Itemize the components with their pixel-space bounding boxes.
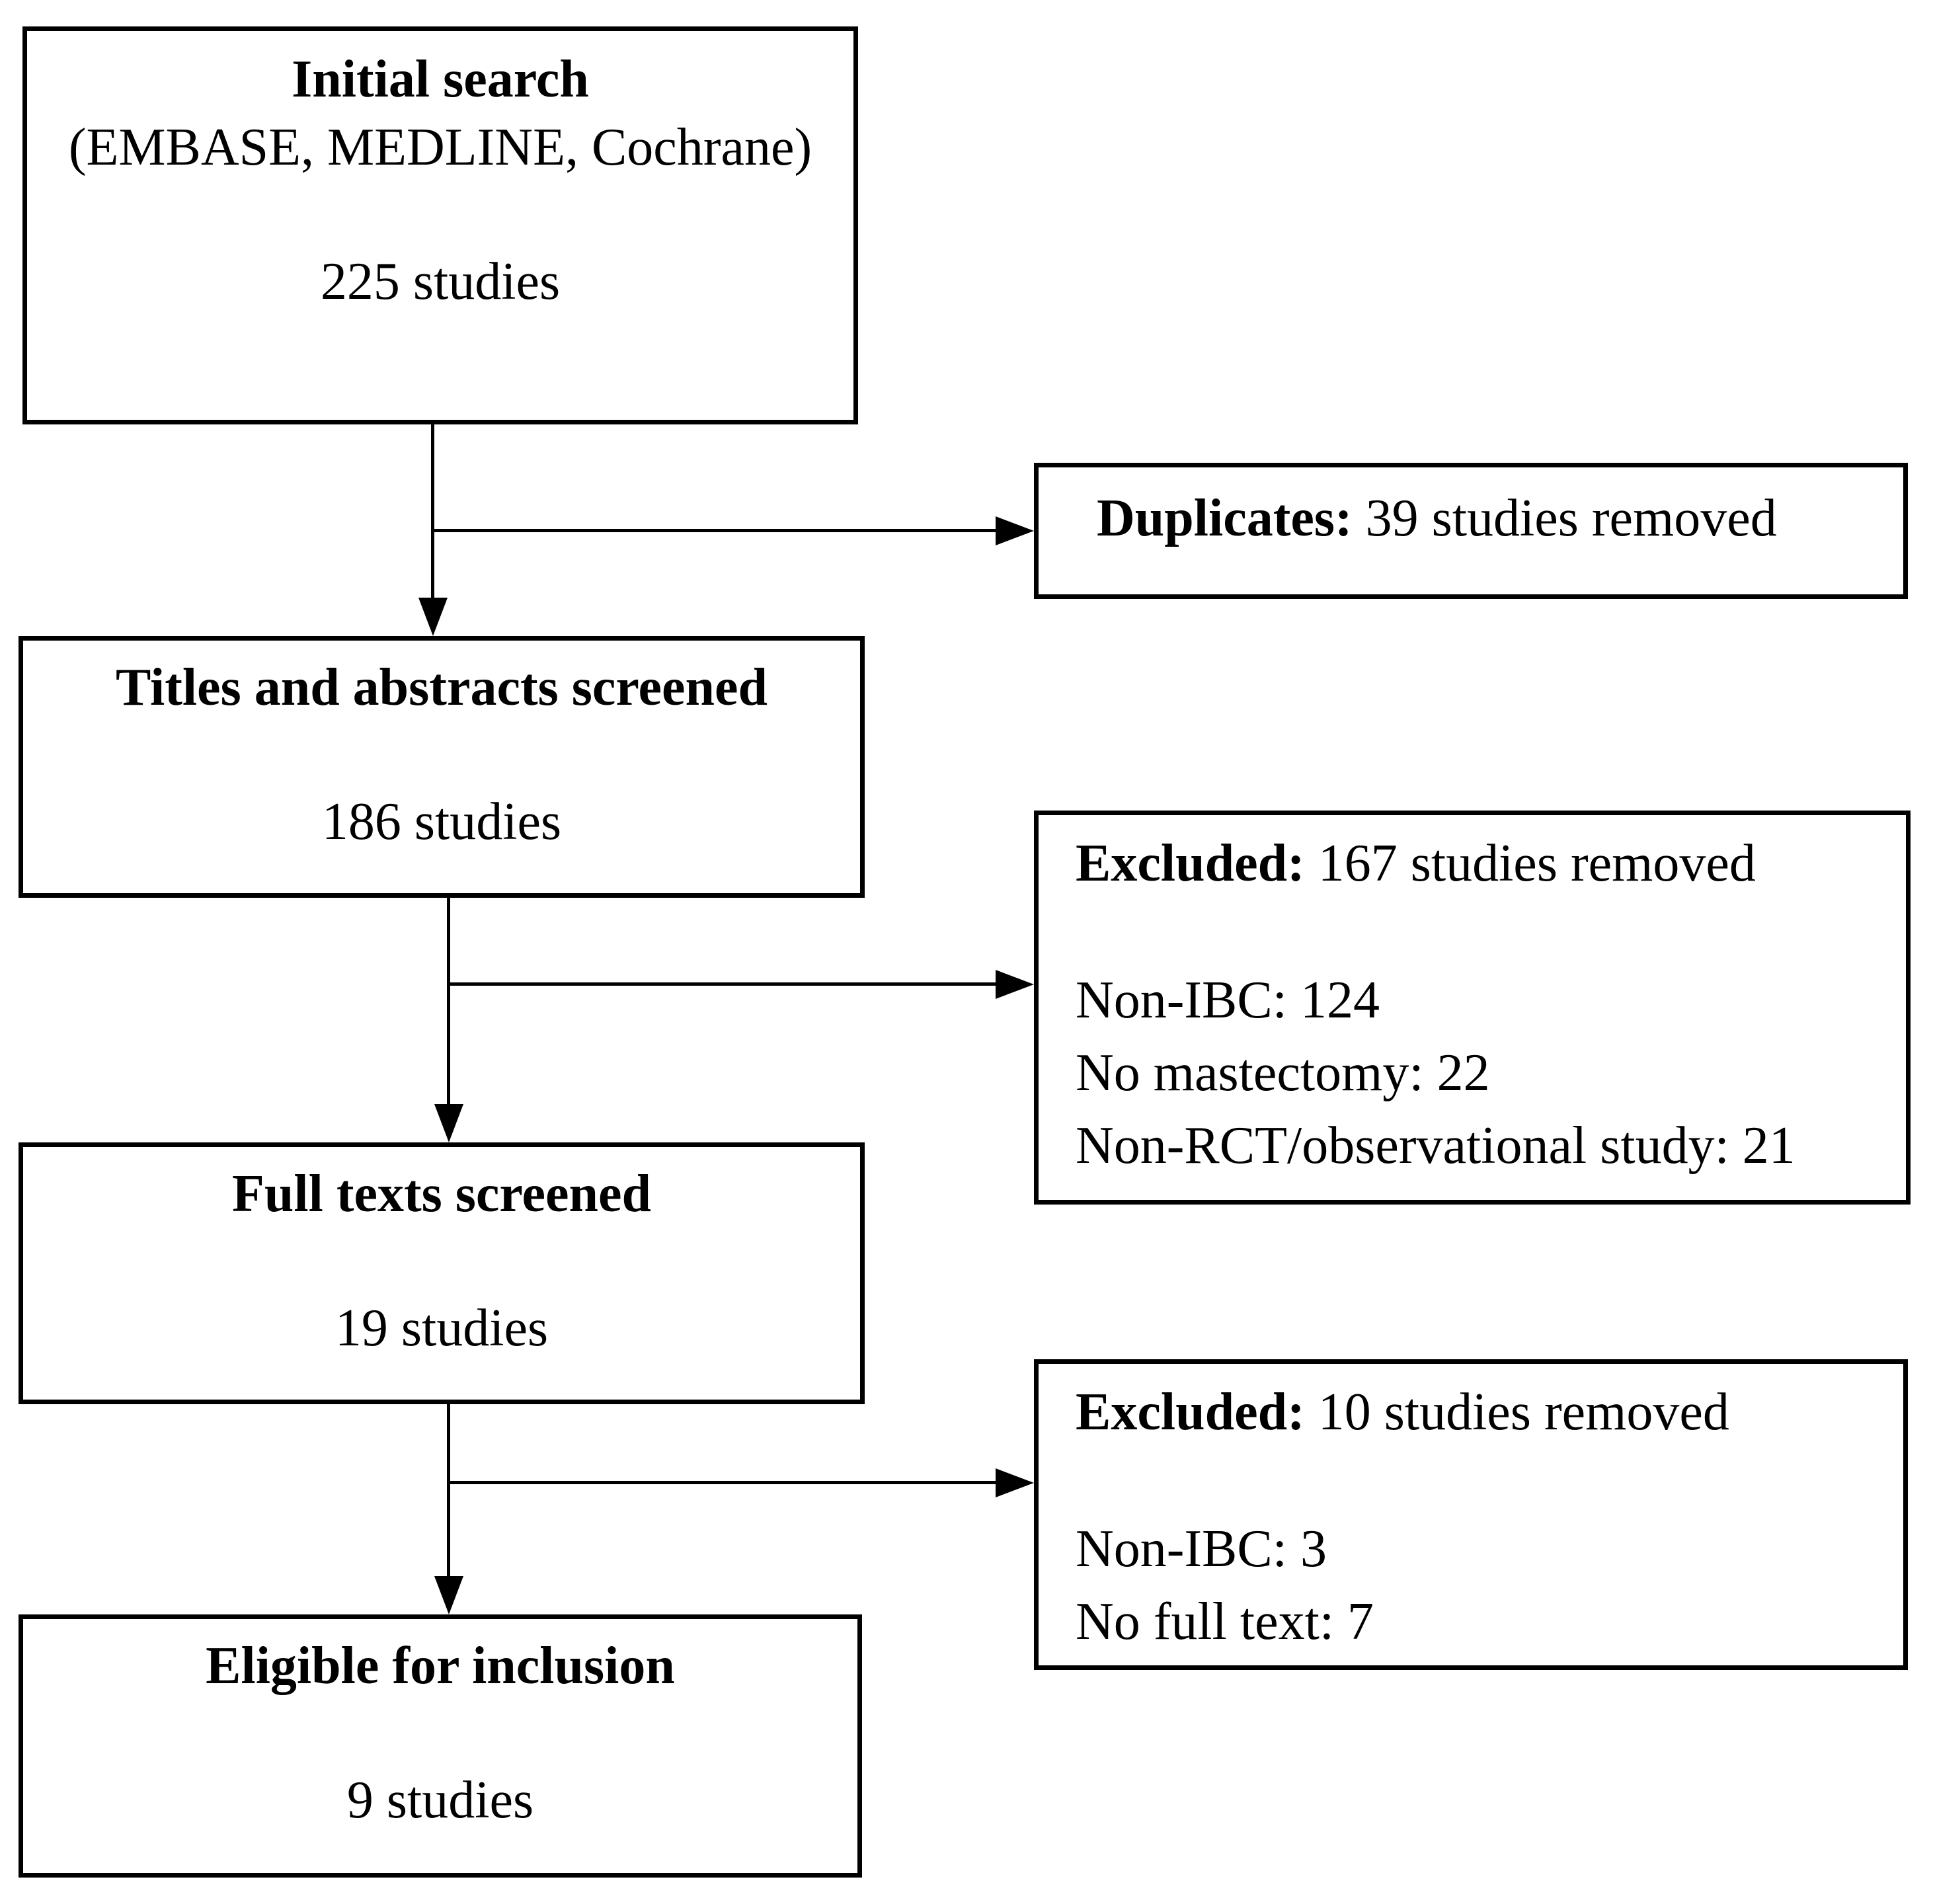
exclusion-reason: No full text: 7 [1076, 1593, 1374, 1651]
flow-box-titles-abstracts-screened: Titles and abstracts screened 186 studie… [19, 636, 865, 898]
exclusion-reason: Non-RCT/observational study: 21 [1076, 1117, 1795, 1175]
connector-horizontal-line [447, 982, 998, 986]
spacer [27, 182, 853, 248]
arrow-right-icon [996, 1468, 1034, 1497]
box-title: Initial search [292, 50, 589, 108]
box-count: 186 studies [321, 793, 562, 851]
box-subtitle: (EMBASE, MEDLINE, Cochrane) [68, 118, 812, 177]
box-title: Eligible for inclusion [206, 1637, 675, 1695]
side-box-text-line: Excluded: 10 studies removed [1076, 1378, 1890, 1447]
side-box-excluded-full-text: Excluded: 10 studies removed Non-IBC: 3 … [1034, 1359, 1908, 1670]
box-title: Full texts screened [232, 1165, 651, 1223]
exclusion-reason: Non-IBC: 3 [1076, 1520, 1327, 1578]
flow-box-eligible-for-inclusion: Eligible for inclusion 9 studies [19, 1614, 862, 1878]
side-box-duplicates-removed: Duplicates: 39 studies removed [1034, 463, 1908, 599]
box-title: Titles and abstracts screened [116, 658, 768, 717]
excluded-label: Excluded: [1076, 834, 1305, 892]
spacer [23, 722, 860, 788]
flow-box-full-texts-screened: Full texts screened 19 studies [19, 1142, 865, 1404]
excluded-label: Duplicates: [1097, 489, 1353, 547]
side-box-text-line: Duplicates: 39 studies removed [1097, 485, 1890, 553]
connector-vertical-line [431, 424, 434, 602]
arrow-down-icon [434, 1576, 463, 1614]
box-count: 225 studies [320, 253, 561, 311]
exclusion-reason: No mastectomy: 22 [1076, 1044, 1490, 1102]
excluded-count-text: 10 studies removed [1304, 1383, 1729, 1441]
connector-horizontal-line [431, 529, 998, 532]
box-count: 9 studies [346, 1771, 534, 1829]
flow-box-initial-search: Initial search (EMBASE, MEDLINE, Cochran… [22, 26, 858, 424]
spacer [23, 1700, 857, 1766]
spacer [1076, 898, 1893, 964]
arrow-right-icon [996, 516, 1034, 545]
spacer [1076, 1447, 1890, 1513]
side-box-text-line: Excluded: 167 studies removed [1076, 830, 1893, 898]
excluded-count-text: 39 studies removed [1352, 489, 1777, 547]
connector-horizontal-line [447, 1481, 998, 1484]
excluded-label: Excluded: [1076, 1383, 1305, 1441]
arrow-right-icon [996, 970, 1034, 999]
exclusion-reason: Non-IBC: 124 [1076, 971, 1380, 1029]
connector-vertical-line [447, 1404, 450, 1580]
connector-vertical-line [447, 898, 450, 1107]
arrow-down-icon [418, 598, 448, 636]
arrow-down-icon [434, 1104, 463, 1142]
side-box-excluded-screening: Excluded: 167 studies removed Non-IBC: 1… [1034, 811, 1911, 1205]
box-count: 19 studies [335, 1299, 549, 1357]
spacer [23, 1228, 860, 1294]
excluded-count-text: 167 studies removed [1304, 834, 1756, 892]
